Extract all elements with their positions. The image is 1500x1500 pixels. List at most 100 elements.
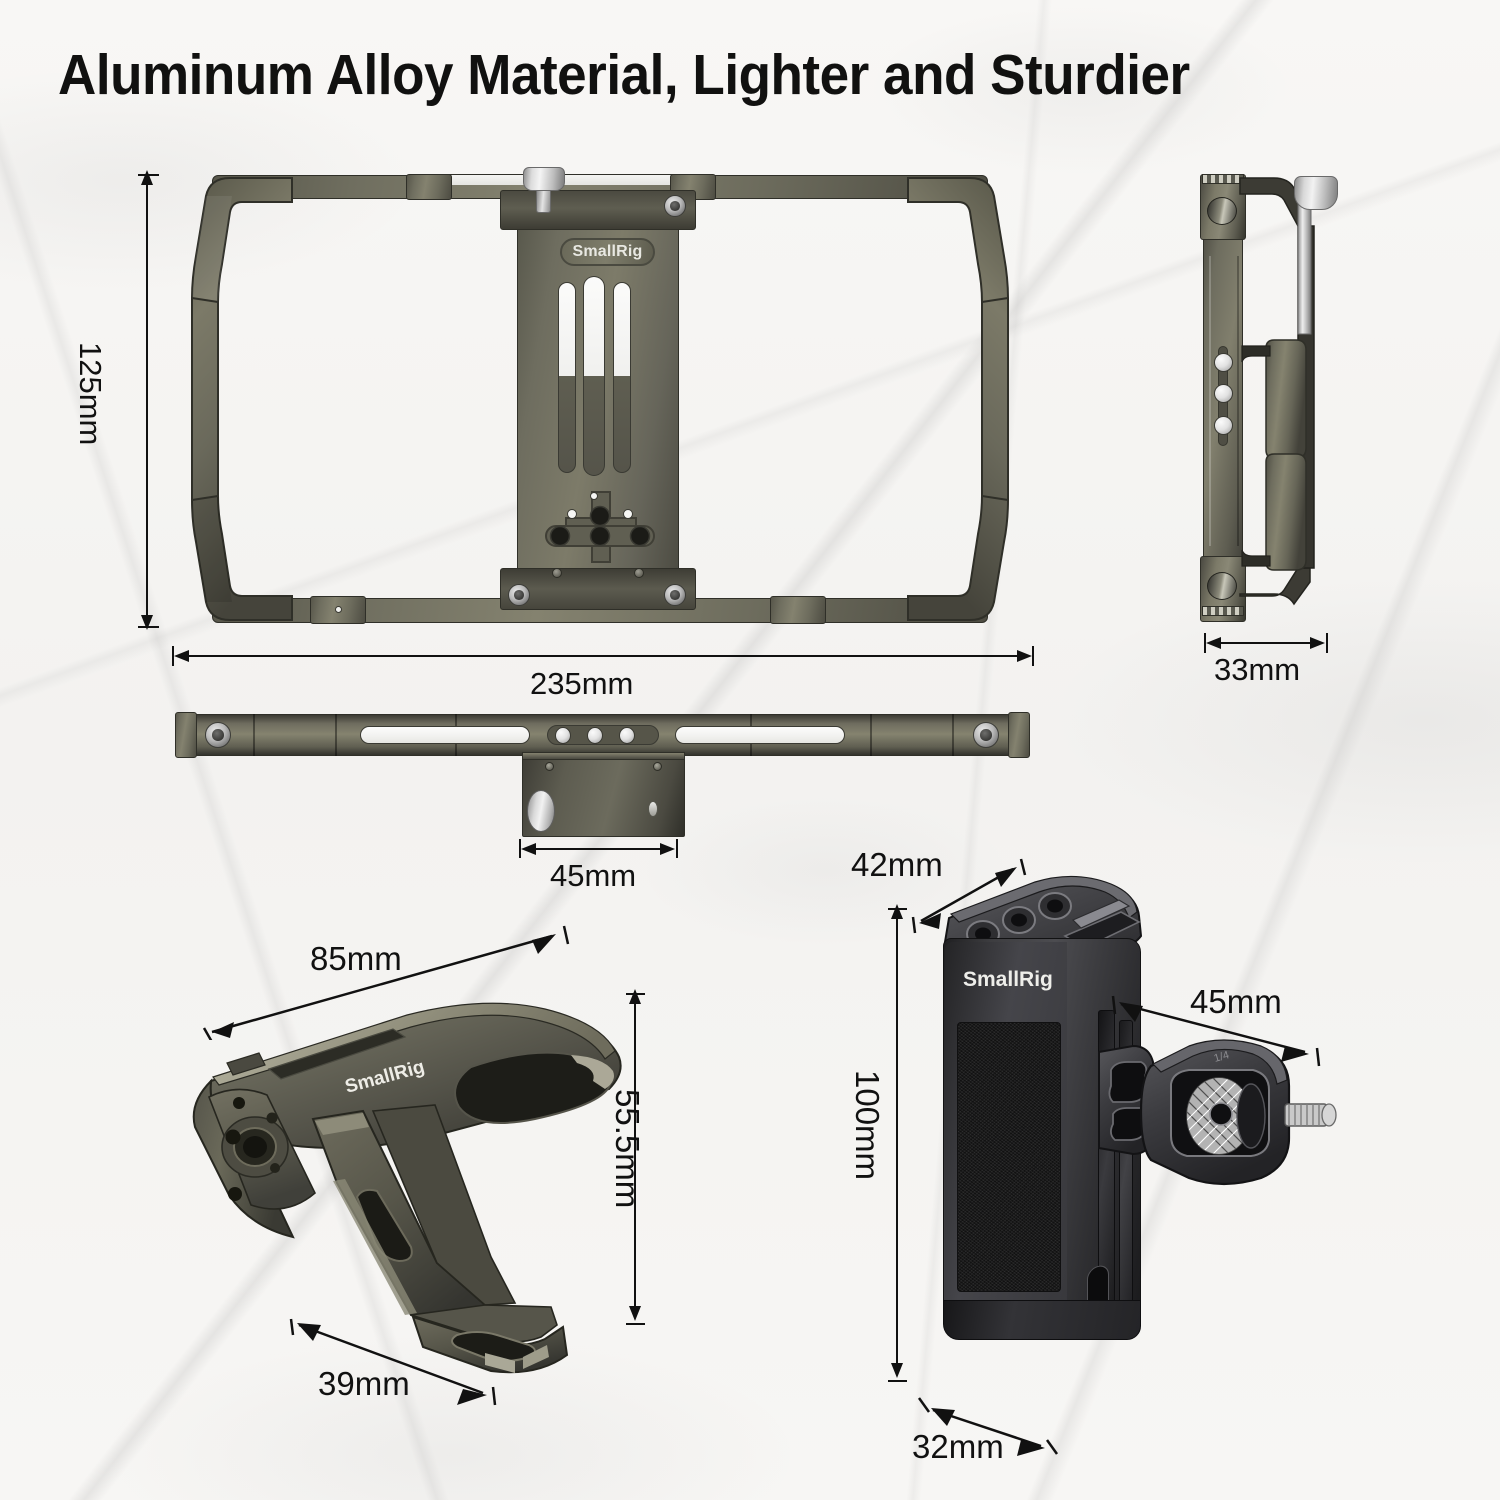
dim-85-label: 85mm — [310, 940, 402, 977]
cage-left-arm — [191, 177, 293, 621]
cage-top-bar-hole-3 — [619, 727, 635, 744]
dim-125-line — [146, 178, 148, 622]
top-handle-antitwist-hole-bottom — [228, 1187, 242, 1201]
cage-top-bar-joint-5 — [870, 714, 872, 756]
dim-32-tick-right — [1045, 1439, 1059, 1455]
phone-cage-side-view — [1196, 168, 1386, 623]
cage-knob-stem — [536, 190, 551, 213]
dim-235-arrow-left — [174, 650, 189, 662]
cage-center-pin-hole — [590, 492, 598, 500]
cage-side-groove-right — [1237, 256, 1239, 546]
dim-45bar-arrow-left — [521, 843, 536, 855]
cage-top-bar-end-right — [1008, 712, 1030, 758]
dim-100-arrow-bottom — [891, 1363, 903, 1378]
nato-wheel-shadow — [1236, 1083, 1266, 1149]
top-handle-antitwist-hole-left — [225, 1129, 241, 1145]
nato-screw-tip — [1321, 1103, 1337, 1127]
dim-42-tick-right — [1019, 858, 1027, 876]
top-handle-shoe-channel — [267, 1028, 407, 1080]
dim-39-tick-right — [491, 1386, 497, 1406]
dim-555-label: 55.5mm — [609, 1089, 646, 1209]
dim-42-label: 42mm — [851, 846, 943, 883]
page-title: Aluminum Alloy Material, Lighter and Stu… — [58, 43, 1190, 107]
cage-center-bottom-clamp — [500, 568, 696, 610]
cage-top-bar-screw-right — [973, 722, 999, 748]
dim-235-tick-right — [1032, 646, 1034, 666]
side-handle-nato-clamp: 1/4 — [1098, 1039, 1337, 1186]
cage-bottom-pin-hole-left — [335, 606, 342, 613]
phone-cage-top-view — [175, 706, 1030, 841]
cage-top-bar-slot-left — [360, 726, 530, 744]
cage-top-bar-joint-2 — [335, 714, 337, 756]
dim-235-tick-left — [172, 646, 174, 666]
dim-39-arrow-right — [457, 1389, 487, 1405]
mini-top-handle: SmallRig — [192, 1002, 622, 1374]
dim-100-arrow-top — [891, 904, 903, 919]
dim-32-arrow-right — [1017, 1440, 1045, 1456]
cage-bottom-rail-seg-right — [770, 596, 826, 624]
dimension-42mm — [911, 858, 1027, 934]
dim-235-arrow-right — [1017, 650, 1032, 662]
cage-top-screw — [664, 195, 686, 217]
top-handle-front-leg-side — [371, 1104, 517, 1306]
dim-45clamp-tick-left — [1111, 995, 1117, 1015]
cage-bottom-small-screw-right — [634, 568, 644, 578]
dim-45clamp-tick-right — [1315, 1047, 1321, 1067]
cage-side-top-thru-hole — [1207, 197, 1237, 225]
cage-top-bar-block-knob[interactable] — [527, 790, 555, 832]
top-handle-leg-edge-hi — [315, 1113, 369, 1135]
dim-39-arrow-left — [297, 1323, 321, 1341]
cage-top-bar-block-lip — [522, 752, 685, 760]
dim-125-arrow-top — [141, 170, 153, 185]
dim-125-label: 125mm — [73, 342, 108, 446]
dim-555-arrow-top — [629, 989, 641, 1004]
cage-side-arm-bracket — [1239, 177, 1315, 606]
dim-45bar-arrow-right — [660, 843, 675, 855]
dim-33-tick-left — [1204, 633, 1206, 653]
cage-slot-2 — [583, 276, 605, 377]
cage-top-bar-hole-2 — [587, 727, 603, 744]
dim-555-line — [634, 997, 636, 1317]
cage-slot-3 — [613, 282, 631, 377]
dim-45clamp-line — [1120, 1002, 1306, 1054]
phone-cage-front-view: SmallRig — [170, 167, 1030, 630]
side-nato-handle: SmallRig — [915, 870, 1345, 1430]
top-handle-foot-bevel-1 — [485, 1353, 515, 1373]
cage-top-bar-block-pinhole — [648, 801, 658, 817]
dimension-235mm: 235mm — [170, 640, 1036, 701]
dim-42-arrow-right — [995, 867, 1017, 887]
top-handle-top-chamfer — [212, 1002, 616, 1086]
cage-side-groove-left — [1209, 256, 1211, 546]
cage-bottom-screw-right — [664, 584, 686, 606]
dim-555-tick-bottom — [626, 1323, 645, 1325]
nato-thread-grooves — [1288, 1104, 1320, 1126]
top-handle-leg-edge-line — [333, 1179, 417, 1315]
top-handle-slot-highlight — [571, 1055, 614, 1089]
dim-85-arrow-left — [212, 1022, 234, 1038]
cage-locking-knob[interactable] — [523, 167, 565, 191]
cage-top-bar-joint-1 — [253, 714, 255, 756]
dim-100-tick-bottom — [888, 1380, 907, 1382]
cage-side-hole-3 — [1214, 416, 1233, 435]
cage-slot-1 — [558, 282, 576, 377]
dim-85-tick-left — [202, 1027, 213, 1040]
dimension-125mm: 125mm — [73, 170, 160, 630]
dim-39-tick-left — [289, 1318, 295, 1336]
dim-125-tick-bottom — [138, 626, 159, 628]
dimension-45mm-clamp — [1111, 995, 1321, 1067]
cage-side-bottom-thru-hole — [1207, 572, 1237, 600]
cage-top-bar-block-screw-left — [545, 762, 554, 771]
dim-100-tick-top — [888, 908, 907, 910]
cage-slot-1-lower — [558, 376, 576, 473]
dimension-39mm — [289, 1318, 497, 1406]
dim-33-arrow-right — [1310, 637, 1325, 649]
dim-33-line — [1210, 642, 1322, 644]
dim-85-line — [211, 934, 553, 1034]
dim-45bar-tick-left — [519, 839, 521, 858]
dimension-100mm: 100mm — [849, 900, 942, 1400]
dimension-32mm — [917, 1397, 1059, 1456]
dim-85-tick-right — [562, 925, 570, 945]
dim-235-label: 235mm — [530, 666, 634, 701]
cage-side-knob[interactable] — [1294, 176, 1338, 210]
